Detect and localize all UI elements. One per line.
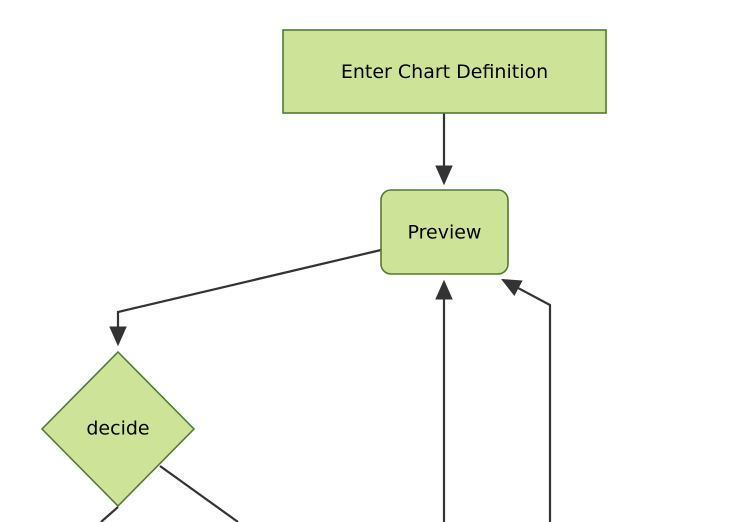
edges-layer: [100, 113, 552, 522]
node-preview[interactable]: Preview: [380, 189, 509, 275]
decide-label: decide: [86, 418, 149, 440]
enter-chart-definition-label: Enter Chart Definition: [341, 61, 548, 83]
edge-return-right-to-preview: [501, 278, 552, 522]
edge-decide-bottom-right: [159, 465, 239, 522]
node-enter-chart-definition[interactable]: Enter Chart Definition: [282, 29, 607, 114]
edge-decide-bottom-left: [100, 506, 119, 522]
preview-label: Preview: [408, 222, 482, 244]
edge-preview-to-decide: [109, 248, 382, 347]
preview-shape[interactable]: [380, 189, 509, 275]
node-decide[interactable]: decide: [40, 350, 196, 508]
enter-chart-definition-shape[interactable]: [282, 29, 607, 114]
decide-shape[interactable]: [40, 350, 196, 508]
